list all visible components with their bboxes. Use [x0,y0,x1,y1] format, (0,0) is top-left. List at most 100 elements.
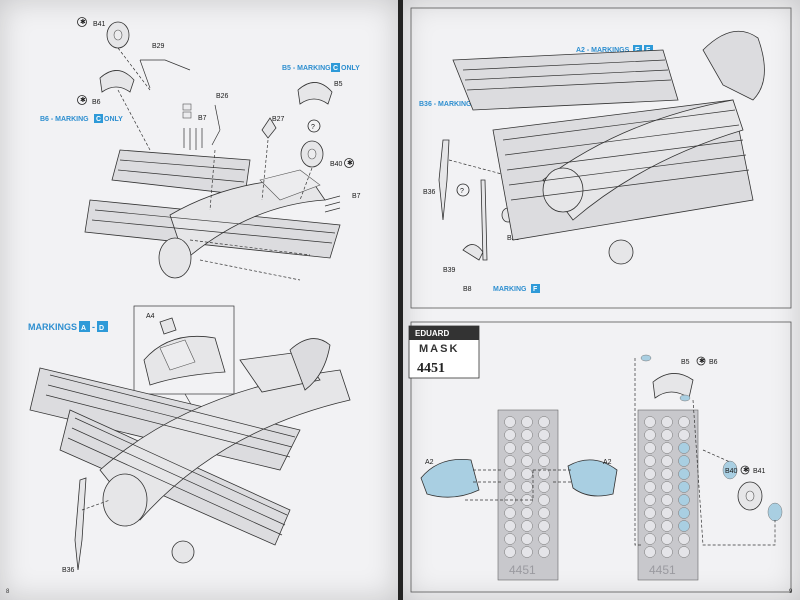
step3-frame [410,7,792,309]
mask-code-label: 4451 [417,361,445,376]
mask-b6-label: B6 [709,359,718,366]
wheel-cover-b6 [99,70,135,93]
part-b27-label: B27 [272,116,285,123]
brand-label: EDUARD [415,329,449,338]
mask-hole [504,507,516,519]
wheel-cover-b5 [297,82,333,105]
part-b39-label: B39 [443,267,456,274]
part-b7-label: B7 [198,115,207,122]
mask-hole [678,546,690,558]
mask-hole [504,533,516,545]
propeller-b8 [480,179,488,261]
propeller-b36 [74,477,87,571]
mask-hole [661,416,673,428]
mask-b41-label: B41 [753,468,766,475]
eduard-mask-logo: EDUARD MASK 4451 [408,325,480,379]
part-b40-label: B40 [330,161,343,168]
page-number-right: 9 [789,589,793,595]
part-b8-label: B8 [463,286,472,293]
part-b29-label: B29 [152,43,165,50]
mask-hole [678,442,690,454]
mask-hole [678,429,690,441]
mask-hole [644,494,656,506]
b36-marking-note: B36 - MARKING [419,101,472,108]
mask-hole [521,442,533,454]
mask-hole [678,494,690,506]
b6-marking-note: B6 - MARKING [40,116,89,123]
mask-b40-label: B40 [725,468,738,475]
mask-hole [678,468,690,480]
book-spine [398,0,403,600]
strut-b29 [139,59,191,89]
mask-hole [661,442,673,454]
canopy-mask-a2-right [567,459,618,497]
sheet-code-2: 4451 [649,563,676,577]
mask-hole [644,429,656,441]
option-question-icon [307,119,321,133]
mask-hole [504,546,516,558]
mask-hole [644,507,656,519]
mask-hole [538,468,550,480]
mask-hole [644,455,656,467]
a2-marking-note: A2 - MARKINGS [576,47,630,54]
part-b7-label-2: B7 [352,193,361,200]
mask-hole [504,481,516,493]
svg-text:?: ? [311,124,315,131]
paint-symbol-icon [77,17,87,27]
disc-mask-b41 [722,460,738,480]
marking-badge-c-2 [331,63,340,72]
mask-hole [661,429,673,441]
page-number-left: 8 [6,589,10,595]
biplane-assembly-step3 [452,30,765,265]
b6-marking-suffix: ONLY [104,116,123,123]
paint-symbol-icon-3 [344,158,354,168]
mask-hole [504,442,516,454]
biplane-assembly-step1 [84,149,341,281]
b8-marking-note: MARKING [493,286,527,293]
svg-text:✱: ✱ [80,96,86,104]
mask-b5-label: B5 [681,359,690,366]
mask-hole [644,520,656,532]
part-b41-label: B41 [93,21,106,28]
mask-hole [538,442,550,454]
right-page-drawing: A2 - MARKINGS E F ✱ A2 B36 - MARKING E B… [408,7,793,595]
mask-hole [678,507,690,519]
mask-hole [644,546,656,558]
marking-badge-f-2 [531,284,540,293]
markings-label: MARKINGS [28,322,77,332]
mask-hole [538,455,550,467]
marking-badge-f-2-text: F [533,286,538,293]
svg-text:✱: ✱ [699,357,705,365]
marking-badge-c [94,114,103,123]
mask-hole [521,429,533,441]
mask-hole [504,468,516,480]
mask-hole [644,481,656,493]
part-b6-label: B6 [92,99,101,106]
mask-hole [538,533,550,545]
marking-badge-d [97,321,108,332]
part-b36-label-right: B36 [423,189,436,196]
mask-hole [661,468,673,480]
strut-b26 [211,104,221,146]
marking-badge-c-2-text: C [333,65,338,72]
windscreen-a4 [159,317,177,335]
paint-symbol-icon-2 [77,95,87,105]
mask-frame [410,321,792,593]
mask-hole [644,442,656,454]
part-a4-label: A4 [146,313,155,320]
biplane-assembly-step2 [29,338,351,564]
mask-hole [678,455,690,467]
svg-text:?: ? [460,188,464,195]
canopy-mask-a2-left [420,459,480,498]
mask-hole [521,507,533,519]
svg-text:✱: ✱ [347,159,353,167]
b5-marking-note: B5 - MARKING [282,65,331,72]
mask-hole [504,520,516,532]
marking-badge-d-text: D [99,325,104,332]
marking-badge-e [633,45,642,54]
mask-hole [661,533,673,545]
mask-hole [521,546,533,558]
mask-hole [521,455,533,467]
marking-badge-f [644,45,653,54]
propeller-b36-right [438,139,450,221]
